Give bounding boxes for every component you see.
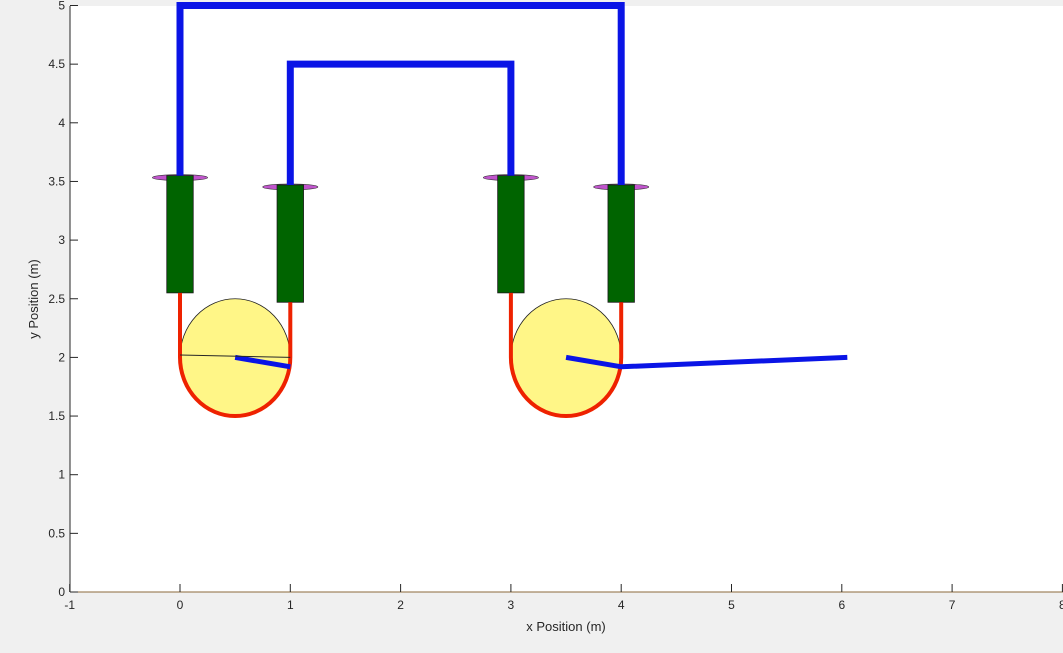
cylinder-2 bbox=[276, 184, 304, 303]
rope-left bbox=[178, 292, 293, 418]
x-tick-label: 0 bbox=[177, 598, 184, 612]
y-tick-label: 3 bbox=[58, 233, 65, 247]
y-tick-label: 4.5 bbox=[48, 57, 65, 71]
y-axis-label: y Position (m) bbox=[26, 259, 41, 338]
arm-left bbox=[234, 354, 291, 370]
x-tick-label: 7 bbox=[949, 598, 956, 612]
y-tick-label: 0 bbox=[58, 585, 65, 599]
y-tick-label: 3.5 bbox=[48, 174, 65, 188]
x-tick-label: 6 bbox=[838, 598, 845, 612]
x-tick-label: 1 bbox=[287, 598, 294, 612]
x-tick-label: 3 bbox=[508, 598, 515, 612]
cable-inner bbox=[286, 60, 515, 185]
cylinder-3 bbox=[497, 175, 525, 294]
x-tick-label: 2 bbox=[397, 598, 404, 612]
y-tick-label: 0.5 bbox=[48, 526, 65, 540]
x-tick-label: -1 bbox=[64, 598, 75, 612]
y-tick-label: 2 bbox=[58, 350, 65, 364]
cylinder-1 bbox=[166, 175, 194, 294]
x-tick-label: 8 bbox=[1059, 598, 1063, 612]
cylinder-4 bbox=[607, 184, 635, 303]
x-tick-label: 5 bbox=[728, 598, 735, 612]
plot-layer bbox=[152, 2, 848, 418]
y-tick-label: 1.5 bbox=[48, 409, 65, 423]
rope-right bbox=[508, 292, 624, 418]
x-tick-label: 4 bbox=[618, 598, 625, 612]
arm-right bbox=[565, 354, 848, 370]
y-tick-label: 4 bbox=[58, 116, 65, 130]
chord-left bbox=[179, 354, 291, 358]
cable-outer bbox=[176, 2, 625, 185]
y-tick-label: 1 bbox=[58, 468, 65, 482]
y-tick-label: 5 bbox=[58, 0, 65, 13]
x-axis-label: x Position (m) bbox=[526, 619, 605, 634]
y-tick-label: 2.5 bbox=[48, 292, 65, 306]
